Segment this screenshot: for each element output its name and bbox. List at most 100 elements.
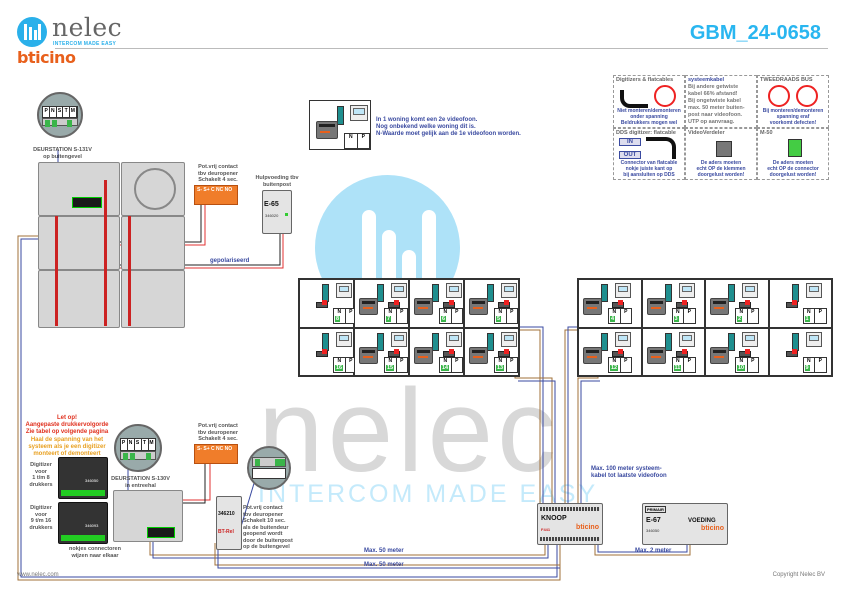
video-distributor bbox=[414, 346, 433, 364]
video-distributor-icon bbox=[716, 141, 732, 157]
outdoor-station-module bbox=[121, 162, 185, 216]
label-line: Hulpvoeding tbv bbox=[255, 175, 299, 181]
terminal-block bbox=[601, 284, 608, 302]
monitor-icon bbox=[742, 331, 758, 347]
relay-module: 346210 BT-Rel bbox=[216, 496, 242, 550]
knoop-title: KNOOP bbox=[541, 515, 567, 522]
off-switch bbox=[612, 300, 624, 308]
warning-line: monteert of demonteert bbox=[33, 451, 101, 457]
monitor-icon bbox=[336, 331, 352, 347]
monitor-icon bbox=[391, 283, 407, 298]
apartment-number: 8 bbox=[335, 316, 341, 322]
digitizer-terminals bbox=[61, 490, 105, 496]
video-distributor bbox=[646, 346, 666, 364]
terminal-block bbox=[664, 284, 672, 302]
label-line: Pot.vrij contact bbox=[198, 423, 238, 429]
apartment-number: 4 bbox=[610, 316, 616, 322]
dip-label: T bbox=[63, 106, 70, 117]
door-opener-contact: S- S+ C NC NO bbox=[194, 185, 238, 205]
apartment-number: 3 bbox=[673, 316, 679, 322]
digitizer-label: Digitizer voor 1 t/m 8 drukkers bbox=[24, 462, 58, 488]
p-column: P bbox=[818, 357, 822, 364]
note-line: tbv deuropener bbox=[243, 511, 284, 518]
p-column: P bbox=[624, 309, 628, 315]
terminal-labels: S- S+ C NC NO bbox=[197, 446, 233, 452]
nelec-logo bbox=[17, 17, 47, 47]
relay-model: BT-Rel bbox=[218, 529, 234, 535]
video-distributor bbox=[583, 346, 602, 364]
logo-word: nelec bbox=[52, 13, 123, 42]
out-label: OUT bbox=[619, 151, 641, 159]
monitor-icon bbox=[678, 283, 695, 298]
note-line: N-Waarde moet gelijk aan de 1e videofoon… bbox=[376, 131, 521, 137]
max-100-note: Max. 100 meter systeem- kabel tot laatst… bbox=[591, 466, 667, 480]
warning-line: Let op! bbox=[57, 415, 77, 421]
n-column: N bbox=[345, 134, 358, 148]
video-distributor bbox=[583, 298, 602, 315]
video-distributor bbox=[710, 346, 729, 364]
info-text: voorkomt defecten! bbox=[769, 120, 817, 126]
p-column: P bbox=[349, 309, 353, 315]
primair-tag: PRIMAIR bbox=[645, 506, 666, 513]
info-text: bij aansluiten op DDS bbox=[623, 172, 675, 178]
footer-copyright: Copyright Nelec BV bbox=[772, 572, 825, 578]
bus-wire bbox=[594, 545, 691, 556]
digitizer-9-16: 346093 bbox=[58, 502, 108, 544]
info-text: De aders moeten bbox=[700, 160, 742, 166]
info-box-digitizers: Digitizers & flatcables Niet monteren/de… bbox=[613, 75, 685, 128]
video-distributor bbox=[646, 298, 666, 315]
info-box-tweedraads: TWEEDRAADS BUS Bij monteren/demonteren s… bbox=[757, 75, 829, 128]
station-name: DEURSTATION S-131V bbox=[33, 147, 92, 153]
video-distributor bbox=[359, 346, 378, 364]
info-box-systeemkabel: systeemkabel Bij andere getwiste kabel 6… bbox=[685, 75, 757, 128]
p-column: P bbox=[455, 309, 459, 315]
label-line: voor bbox=[35, 468, 47, 475]
monitor-icon bbox=[501, 283, 517, 298]
digitizer-1-8: 346050 bbox=[58, 457, 108, 499]
info-text: Niet monteren/demonteren bbox=[617, 108, 681, 114]
max-2-label: Max. 2 meter bbox=[635, 548, 672, 554]
info-text: Bij andere getwiste bbox=[688, 84, 739, 90]
terminal-block bbox=[664, 332, 672, 351]
apartment-number: 15 bbox=[386, 364, 395, 371]
p-column: P bbox=[510, 357, 514, 364]
off-switch bbox=[739, 348, 751, 357]
m50-connector-icon bbox=[788, 139, 802, 157]
terminal-block bbox=[377, 332, 384, 351]
warning-line: Aangepaste drukkervolgorde bbox=[25, 422, 109, 428]
bus-wire bbox=[217, 543, 560, 569]
bus-wire bbox=[513, 326, 544, 510]
label-line: buitenpost bbox=[262, 181, 292, 188]
dip-label: N bbox=[128, 439, 135, 450]
video-distributor bbox=[414, 298, 433, 315]
p-column: P bbox=[751, 357, 755, 364]
terminal-block bbox=[377, 284, 384, 302]
bus-wire bbox=[152, 540, 549, 559]
info-text: doorgelust worden! bbox=[769, 172, 817, 178]
voltage-note: Haal de spanning van het systeem als je … bbox=[22, 437, 112, 458]
label-line: Schakelt 4 sec. bbox=[198, 436, 238, 442]
apartment-number: 1 bbox=[804, 316, 810, 322]
video-distributor bbox=[469, 298, 488, 315]
info-box-videoverdeler: VideoVerdeler De aders moeten echt OP de… bbox=[685, 128, 757, 180]
label-line: Digitizer bbox=[30, 505, 52, 511]
note-line: geopend wordt bbox=[243, 531, 283, 537]
info-text: onder spanning bbox=[630, 114, 668, 120]
terminal-block bbox=[601, 332, 608, 351]
dip-label: S bbox=[57, 106, 64, 117]
monitor-icon bbox=[446, 283, 462, 298]
